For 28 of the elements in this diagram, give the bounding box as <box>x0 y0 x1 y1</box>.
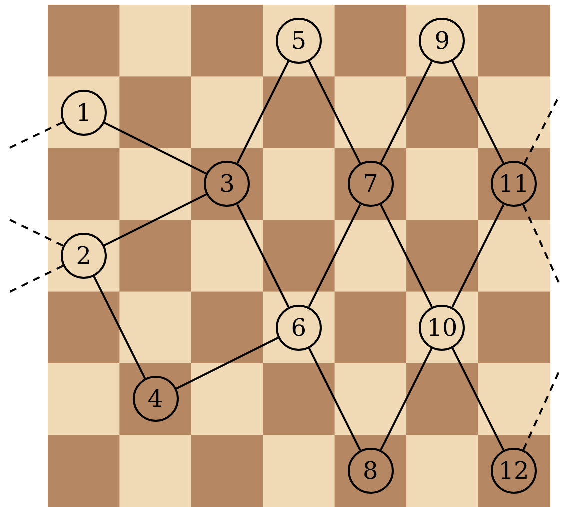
node-number: 11 <box>498 172 530 196</box>
node-number: 8 <box>363 459 378 484</box>
dashed-line <box>10 219 64 247</box>
line <box>104 122 208 175</box>
node-number: 9 <box>434 28 450 53</box>
line <box>308 348 362 451</box>
node-number: 5 <box>291 28 307 53</box>
dashed-line <box>10 122 64 149</box>
dashed-line <box>522 370 561 451</box>
line <box>308 204 362 308</box>
node-number: 7 <box>363 172 378 196</box>
line <box>380 348 433 451</box>
dashed-line <box>10 265 64 293</box>
line <box>380 60 433 164</box>
dashed-line <box>522 204 561 286</box>
line <box>104 194 208 247</box>
node-number: 1 <box>76 100 92 125</box>
node-number: 12 <box>498 459 530 484</box>
line <box>452 60 505 164</box>
line <box>452 204 505 308</box>
node-number: 2 <box>76 244 92 268</box>
node-number: 6 <box>291 316 307 340</box>
line <box>308 60 362 164</box>
node-number: 3 <box>220 172 235 196</box>
line <box>452 348 505 451</box>
node-number: 10 <box>427 316 458 340</box>
line <box>380 204 433 308</box>
node-number: 4 <box>148 387 164 412</box>
